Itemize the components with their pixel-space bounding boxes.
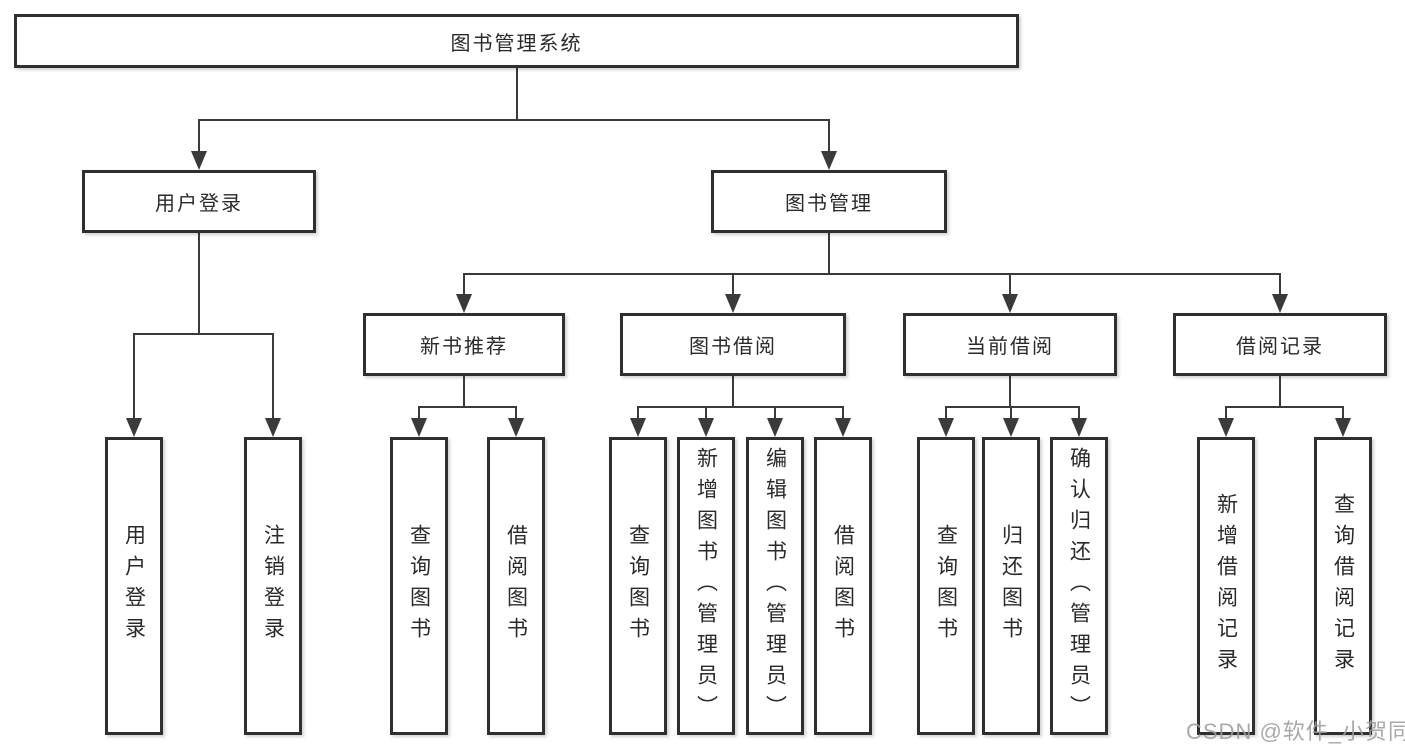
node-book-borrowing-label: 图书借阅 [689, 336, 777, 358]
node-library-management-system: 图书管理系统 [14, 14, 1019, 68]
node-leaf-query-borrow-record-label: 查询借阅记录 [1331, 493, 1355, 679]
node-leaf-edit-book-admin-label: 编辑图书（管理员） [763, 446, 787, 726]
connector-borrow-record-stem [1279, 376, 1281, 407]
arrow-into-leaf-borrow-book-borrow [835, 418, 851, 437]
node-leaf-borrow-book-newrec-label: 借阅图书 [504, 524, 528, 648]
connector-to-leaf-logout [272, 333, 274, 420]
arrow-into-leaf-logout [265, 418, 281, 437]
connector-to-leaf-add-borrow-record [1225, 406, 1227, 420]
connector-level2-rail [198, 119, 830, 121]
node-leaf-confirm-return-admin: 确认归还（管理员） [1050, 437, 1108, 735]
arrow-into-book-mgmt [821, 151, 837, 170]
node-leaf-query-borrow-record: 查询借阅记录 [1314, 437, 1372, 735]
node-leaf-user-login-label: 用户登录 [122, 524, 146, 648]
node-leaf-add-book-admin-label: 新增图书（管理员） [694, 446, 718, 726]
connector-to-leaf-query-book-borrow [637, 406, 639, 420]
connector-to-current-borrow [1009, 273, 1011, 296]
node-book-management: 图书管理 [711, 170, 947, 233]
connector-to-borrow-record [1279, 273, 1281, 296]
node-leaf-return-book-label: 归还图书 [999, 524, 1023, 648]
node-new-book-recommendation-label: 新书推荐 [420, 336, 508, 358]
connector-book-borrow-rail [637, 406, 844, 408]
node-leaf-borrow-book-borrowing-label: 借阅图书 [831, 524, 855, 648]
arrow-into-leaf-borrow-book-new [508, 418, 524, 437]
node-leaf-query-book-borrowing: 查询图书 [609, 437, 667, 735]
arrow-into-leaf-confirm-return [1071, 418, 1087, 437]
arrow-into-leaf-query-book-borrow [630, 418, 646, 437]
connector-to-new-book-rec [463, 273, 465, 296]
connector-to-leaf-query-book-new [418, 406, 420, 420]
arrow-into-leaf-add-borrow-record [1218, 418, 1234, 437]
connector-to-book-borrow [732, 273, 734, 296]
arrow-into-leaf-edit-book [767, 418, 783, 437]
arrow-into-current-borrow [1002, 294, 1018, 313]
connector-to-leaf-query-borrow-record [1342, 406, 1344, 420]
connector-current-borrow-rail [945, 406, 1080, 408]
connector-to-book-mgmt [828, 119, 830, 155]
node-borrowing-records-label: 借阅记录 [1236, 336, 1324, 358]
arrow-into-leaf-add-book [698, 418, 714, 437]
node-leaf-add-borrow-record: 新增借阅记录 [1197, 437, 1255, 735]
node-leaf-confirm-return-admin-label: 确认归还（管理员） [1067, 446, 1091, 726]
node-leaf-logout: 注销登录 [244, 437, 302, 735]
connector-to-leaf-confirm-return [1078, 406, 1080, 420]
connector-to-leaf-borrow-book-borrow [842, 406, 844, 420]
node-leaf-query-book-current: 查询图书 [917, 437, 975, 735]
connector-user-login-rail [133, 333, 274, 335]
node-leaf-query-book-borrowing-label: 查询图书 [626, 524, 650, 648]
node-book-management-label: 图书管理 [785, 193, 873, 215]
node-leaf-add-book-admin: 新增图书（管理员） [677, 437, 735, 735]
connector-root-stem [516, 68, 518, 120]
arrow-into-new-book-rec [456, 294, 472, 313]
node-leaf-add-borrow-record-label: 新增借阅记录 [1214, 493, 1238, 679]
node-new-book-recommendation: 新书推荐 [363, 313, 565, 376]
node-leaf-query-book-newrec-label: 查询图书 [407, 524, 431, 648]
node-leaf-query-book-current-label: 查询图书 [934, 524, 958, 648]
arrow-into-leaf-query-book-new [411, 418, 427, 437]
node-user-login-label: 用户登录 [155, 193, 243, 215]
connector-new-book-rec-stem [463, 376, 465, 407]
connector-new-book-rec-rail [418, 406, 517, 408]
arrow-into-leaf-user-login [126, 418, 142, 437]
connector-book-mgmt-stem [828, 233, 830, 274]
node-book-borrowing: 图书借阅 [620, 313, 846, 376]
node-leaf-return-book: 归还图书 [982, 437, 1040, 735]
connector-current-borrow-stem [1009, 376, 1011, 407]
arrow-into-leaf-query-book-current [938, 418, 954, 437]
connector-to-leaf-add-book [705, 406, 707, 420]
connector-level3-rail [463, 273, 1281, 275]
connector-borrow-record-rail [1225, 406, 1344, 408]
connector-to-leaf-edit-book [774, 406, 776, 420]
connector-to-leaf-borrow-book-new [515, 406, 517, 420]
connector-book-borrow-stem [732, 376, 734, 407]
connector-user-login-stem [198, 233, 200, 334]
node-leaf-borrow-book-borrowing: 借阅图书 [814, 437, 872, 735]
node-leaf-user-login: 用户登录 [105, 437, 163, 735]
node-leaf-edit-book-admin: 编辑图书（管理员） [746, 437, 804, 735]
connector-to-leaf-user-login [133, 333, 135, 420]
arrow-into-leaf-query-borrow-record [1335, 418, 1351, 437]
node-borrowing-records: 借阅记录 [1173, 313, 1387, 376]
node-leaf-borrow-book-newrec: 借阅图书 [487, 437, 545, 735]
arrow-into-leaf-return-book [1003, 418, 1019, 437]
node-leaf-logout-label: 注销登录 [261, 524, 285, 648]
node-leaf-query-book-newrec: 查询图书 [390, 437, 448, 735]
node-current-borrowing-label: 当前借阅 [966, 336, 1054, 358]
arrow-into-borrow-record [1272, 294, 1288, 313]
csdn-watermark: CSDN @软件_小贺同学 [1186, 719, 1405, 744]
connector-to-leaf-return-book [1010, 406, 1012, 420]
node-user-login: 用户登录 [82, 170, 316, 233]
node-library-management-system-label: 图书管理系统 [450, 32, 583, 55]
connector-to-user-login [198, 119, 200, 155]
arrow-into-book-borrow [725, 294, 741, 313]
connector-to-leaf-query-book-current [945, 406, 947, 420]
node-current-borrowing: 当前借阅 [903, 313, 1117, 376]
arrow-into-user-login [191, 151, 207, 170]
